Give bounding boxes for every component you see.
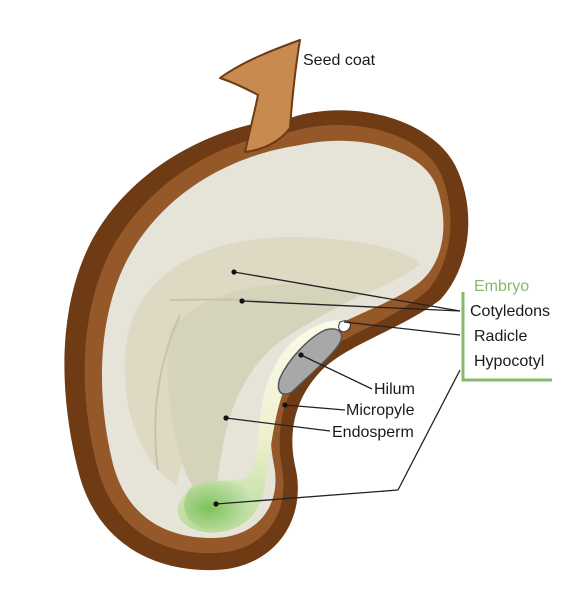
seed-coat-flap (219, 39, 301, 153)
cotyledon-fold (154, 298, 271, 471)
label-micropyle: Micropyle (346, 402, 415, 419)
label-cotyledons: Cotyledons (470, 303, 550, 320)
label-seed-coat: Seed coat (303, 52, 376, 69)
micropyle (338, 320, 351, 333)
hypocotyl (177, 319, 345, 533)
label-hilum: Hilum (374, 381, 415, 398)
leader-lines (215, 271, 461, 505)
label-embryo: Embryo (474, 278, 529, 295)
label-radicle: Radicle (474, 328, 527, 345)
label-endosperm: Endosperm (332, 424, 414, 441)
cotyledon-front (167, 283, 358, 510)
radicle (184, 481, 254, 530)
label-hypocotyl: Hypocotyl (474, 353, 544, 370)
hilum (277, 328, 343, 395)
leader-dots (213, 269, 304, 507)
embryo-bracket (461, 292, 552, 382)
